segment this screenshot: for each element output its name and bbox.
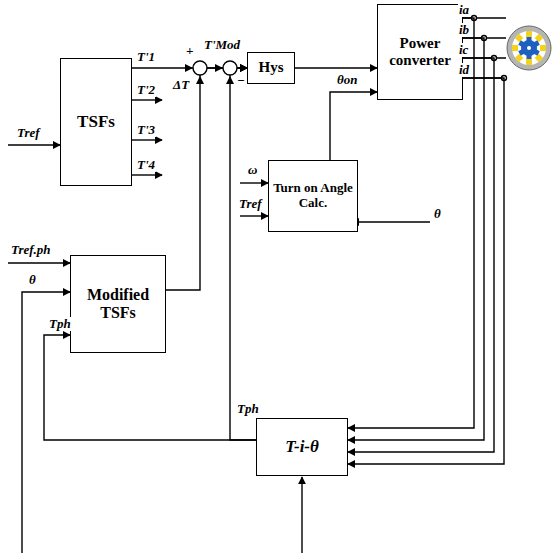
block-label: Turn on Angle Calc. (269, 179, 357, 213)
signal-label: T'3 (136, 123, 156, 137)
stator-pole (540, 45, 546, 51)
block-label: TSFs (74, 110, 118, 134)
motor-housing (507, 26, 551, 70)
function-block: Modified TSFs (70, 255, 166, 353)
stator-pole (512, 45, 518, 51)
signal-connector (348, 78, 504, 464)
signal-label: ic (458, 43, 469, 57)
block-label: T-i-θ (282, 435, 322, 459)
signal-label: θ (28, 273, 37, 287)
signal-label: Tref (238, 197, 263, 211)
arrowhead (185, 64, 193, 72)
block-label: Hys (255, 57, 286, 78)
stator-poles (512, 31, 546, 65)
input-wire (240, 215, 268, 216)
signal-connector (166, 68, 247, 290)
block-label: Modified TSFs (71, 284, 165, 325)
function-block: TSFs (60, 58, 132, 186)
signal-label: ia (458, 3, 470, 17)
stator-pole (535, 34, 543, 42)
signal-label: T'1 (136, 50, 156, 64)
input-wire (352, 221, 430, 222)
arrowhead (226, 76, 234, 84)
signal-label: T'2 (136, 83, 156, 97)
input-wire (240, 182, 268, 183)
hysteresis-block: Hys (247, 52, 295, 84)
stator-pole (515, 54, 523, 62)
motor-icon (507, 26, 551, 70)
stator-pole (535, 54, 543, 62)
signal-label: T'Mod (203, 38, 241, 52)
signal-connector (330, 92, 377, 160)
signal-label: ib (458, 23, 470, 37)
signal-label: Tph (48, 317, 72, 331)
input-wire (8, 262, 70, 263)
signal-label: ΔT (172, 78, 190, 92)
signal-label: Tref (16, 126, 41, 140)
shaft (527, 46, 531, 50)
signal-label: id (458, 63, 470, 77)
signal-label: Tph (236, 402, 260, 416)
calculation-block: Turn on Angle Calc. (268, 160, 358, 232)
signal-connector (348, 58, 494, 452)
signal-label: ω (247, 163, 258, 177)
signal-connector (230, 68, 256, 440)
signal-label: θ (433, 207, 442, 221)
output-wire (132, 99, 162, 100)
rotor-teeth (518, 37, 540, 59)
output-wire (132, 139, 162, 140)
signal-label: + (185, 44, 194, 58)
arrowhead (196, 76, 204, 84)
stator-pole (515, 34, 523, 42)
stator-pole (526, 59, 532, 65)
signal-label: θon (336, 73, 358, 87)
arrowhead (215, 64, 223, 72)
block-label: Power converter (378, 33, 462, 72)
signal-label: Tref.ph (10, 243, 52, 257)
summing-junction (193, 61, 207, 75)
output-wire (132, 174, 162, 175)
model-block: T-i-θ (256, 418, 348, 476)
input-wire (301, 477, 302, 553)
signal-label: T'4 (136, 158, 156, 172)
motor-gap (512, 31, 546, 65)
stator-pole (526, 31, 532, 37)
input-wire (8, 144, 60, 145)
signal-label: − (236, 74, 246, 88)
signal-connector (295, 67, 377, 68)
converter-block: Power converter (377, 4, 463, 100)
summing-junction (223, 61, 237, 75)
rotor (521, 40, 537, 56)
